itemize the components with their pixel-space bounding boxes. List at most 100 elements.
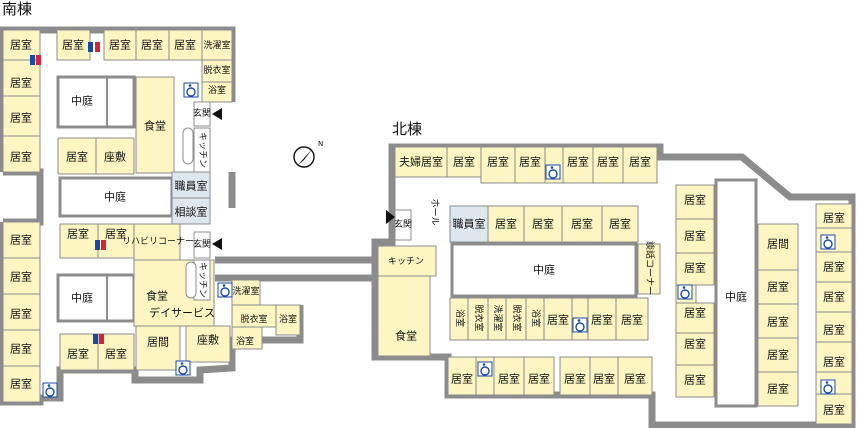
s-room-9	[57, 137, 97, 175]
n-room-11	[543, 297, 573, 341]
wheelchair-icon	[477, 361, 493, 377]
svg-text:居室: 居室	[593, 372, 615, 386]
n-room-20	[675, 184, 715, 220]
n-room-9	[561, 205, 603, 243]
svg-text:居室: 居室	[629, 155, 651, 169]
n-room-24	[675, 332, 715, 366]
svg-text:キッチン: キッチン	[388, 256, 424, 267]
s-rehab-corner	[133, 223, 181, 261]
labels-north: 夫婦居室 居室 居室 居室 居室 居室 居室 職員室 居室 居室 居室 居室 中…	[388, 155, 845, 417]
restroom-icon	[93, 334, 104, 344]
svg-text:居室: 居室	[823, 211, 845, 225]
svg-text:居室: 居室	[10, 76, 32, 90]
n-courtyard-2	[714, 178, 758, 408]
n-room-5	[592, 146, 624, 184]
svg-text:居室: 居室	[10, 342, 32, 356]
n-room-6	[622, 146, 658, 184]
svg-text:居室: 居室	[141, 38, 163, 52]
svg-text:居室: 居室	[532, 217, 554, 231]
svg-text:食堂: 食堂	[146, 289, 168, 303]
svg-text:居室: 居室	[495, 217, 517, 231]
s-bath-2	[275, 304, 301, 336]
s-entrance-label-1: 玄関	[193, 107, 211, 119]
svg-text:浴室: 浴室	[208, 84, 226, 96]
n-room-4	[562, 146, 594, 184]
svg-text:居室: 居室	[547, 313, 569, 327]
s-courtyard-3	[56, 273, 136, 323]
n-room-27	[757, 303, 799, 339]
s-laundry	[201, 29, 233, 61]
svg-text:座敷: 座敷	[104, 150, 126, 164]
s-kitchen-label-1: キッチン	[197, 132, 208, 168]
svg-text:居室: 居室	[105, 347, 127, 361]
wheelchair-icon	[183, 82, 199, 98]
n-room-8	[523, 205, 563, 243]
s-room-15	[59, 223, 99, 259]
svg-text:座敷: 座敷	[197, 333, 219, 347]
svg-text:食堂: 食堂	[144, 119, 166, 133]
north-wall	[371, 143, 856, 428]
n-room-32	[815, 281, 853, 313]
svg-text:居室: 居室	[109, 38, 131, 52]
svg-text:居室: 居室	[621, 313, 643, 327]
svg-text:居室: 居室	[10, 270, 32, 284]
s-laundry-2	[231, 279, 261, 306]
entrance-arrow-icon	[212, 108, 222, 120]
svg-text:居室: 居室	[10, 150, 32, 164]
svg-text:居間: 居間	[147, 336, 169, 349]
s-zashiki-2	[185, 325, 231, 363]
svg-text:居室: 居室	[10, 111, 32, 125]
wheelchair-icon	[572, 317, 588, 333]
n-room-13	[615, 297, 649, 341]
n-room-10	[601, 205, 639, 243]
svg-text:談話コーナー: 談話コーナー	[644, 241, 656, 295]
s-consult-room	[171, 197, 211, 225]
svg-text:洗濯室: 洗濯室	[232, 285, 259, 297]
svg-text:相談室: 相談室	[175, 205, 208, 219]
svg-text:中庭: 中庭	[533, 263, 555, 277]
svg-text:脱衣室: 脱衣室	[473, 304, 485, 331]
n-room-23	[675, 302, 715, 334]
north-building-title: 北棟	[392, 120, 422, 138]
svg-text:中庭: 中庭	[725, 290, 747, 304]
restroom-icon	[30, 55, 41, 65]
svg-text:脱衣室: 脱衣室	[240, 313, 267, 325]
svg-text:居室: 居室	[451, 372, 473, 386]
svg-text:脱衣室: 脱衣室	[203, 64, 230, 76]
svg-text:居室: 居室	[684, 261, 706, 275]
svg-text:居室: 居室	[823, 355, 845, 369]
svg-text:居室: 居室	[67, 347, 89, 361]
s-room-2	[56, 29, 91, 61]
svg-text:居室: 居室	[684, 373, 706, 387]
svg-text:居室: 居室	[10, 38, 32, 52]
svg-text:居室: 居室	[66, 150, 88, 164]
svg-text:居室: 居室	[684, 229, 706, 243]
entrance-arrow-icon	[386, 210, 395, 224]
s-room-14	[2, 365, 41, 403]
link-corridor	[215, 256, 375, 282]
n-room-12	[587, 297, 617, 341]
svg-text:居室: 居室	[767, 280, 789, 294]
n-room-18	[589, 356, 619, 396]
s-entrance-2	[193, 231, 211, 259]
svg-text:居室: 居室	[767, 315, 789, 329]
svg-text:居室: 居室	[519, 155, 541, 169]
svg-text:居室: 居室	[498, 372, 520, 386]
n-kitchen	[377, 245, 437, 277]
s-kitchen-1	[193, 127, 211, 173]
svg-text:居室: 居室	[487, 155, 509, 169]
svg-text:玄関: 玄関	[193, 238, 211, 250]
svg-text:居室: 居室	[684, 337, 706, 351]
svg-text:居室: 居室	[571, 217, 593, 231]
svg-text:浴室: 浴室	[236, 335, 254, 347]
n-room-19	[617, 356, 653, 396]
svg-text:食堂: 食堂	[395, 329, 417, 343]
svg-text:居室: 居室	[62, 38, 84, 52]
svg-text:リハビリコーナー: リハビリコーナー	[122, 236, 194, 247]
svg-text:浴室: 浴室	[530, 309, 542, 327]
svg-text:居室: 居室	[823, 403, 845, 417]
svg-text:居室: 居室	[567, 155, 589, 169]
s-room-4	[135, 29, 170, 61]
svg-text:玄関: 玄関	[394, 218, 412, 230]
